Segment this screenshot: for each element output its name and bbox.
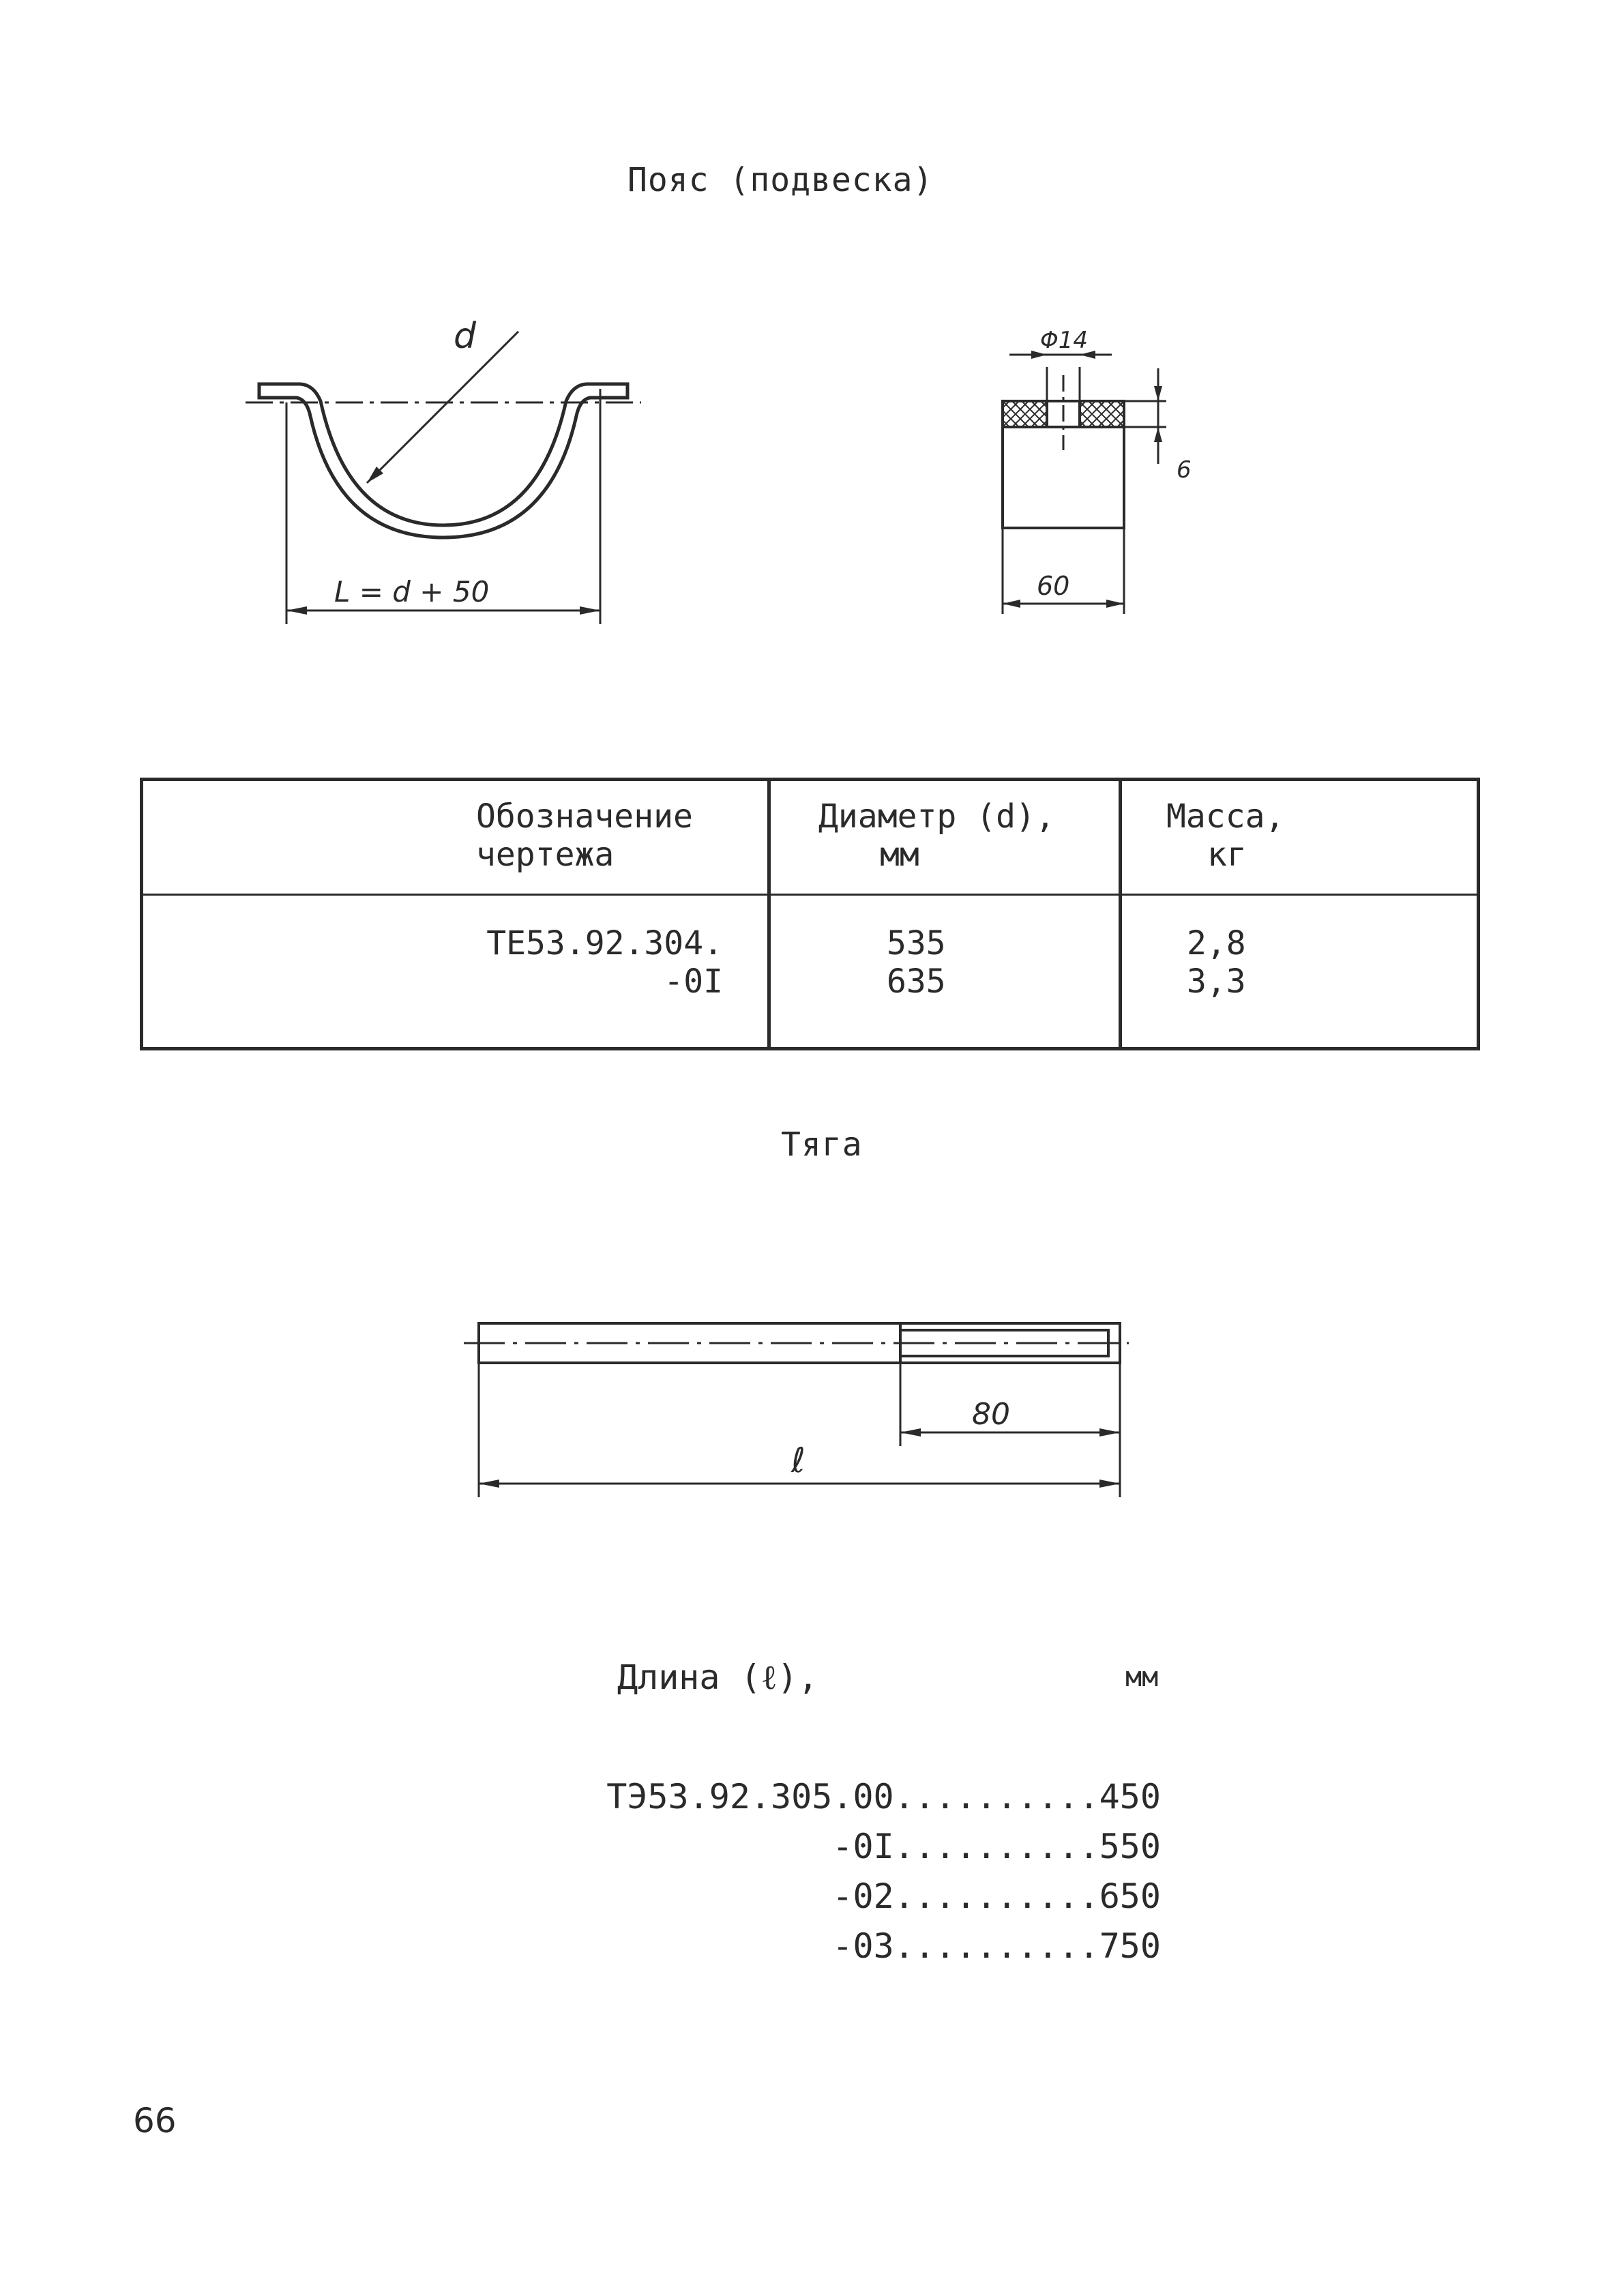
rod-length-label: ℓ [790, 1441, 806, 1480]
list-item: ТЭ53.92.305.00..........450 [606, 1777, 1161, 1816]
belt-drawing: d L = d + 50 [246, 316, 641, 624]
list-item: -0I..........550 [832, 1827, 1161, 1866]
mass-values: 2,8 3,3 [1187, 924, 1246, 1001]
width-label: 60 [1037, 571, 1069, 601]
section-title-belt: Пояс (подвеска) [627, 161, 934, 199]
length-formula-label: L = d + 50 [334, 575, 489, 608]
list-item: -02..........650 [832, 1876, 1161, 1916]
list-item: -03..........750 [832, 1926, 1161, 1966]
diameter-label: d [454, 316, 477, 357]
thickness-label: 6 [1177, 456, 1192, 484]
hole-diameter-label: Φ14 [1040, 327, 1088, 354]
diameter-values: 535 635 [887, 924, 946, 1001]
page-number: 66 [133, 2101, 177, 2140]
thread-length-label: 80 [972, 1397, 1010, 1432]
belt-section-drawing: Φ14 6 60 [1001, 327, 1192, 614]
table-row: ТЕ53.92.304. -0I [486, 924, 723, 1001]
header-diameter: Диаметр (d), мм [818, 797, 1055, 874]
rod-drawing: 80 ℓ [464, 1322, 1129, 1497]
length-header: Длина (ℓ), [617, 1658, 818, 1697]
length-unit: мм [1125, 1662, 1159, 1693]
section-title-rod: Тяга [781, 1125, 863, 1164]
header-mass: Масса, кг [1166, 797, 1285, 874]
